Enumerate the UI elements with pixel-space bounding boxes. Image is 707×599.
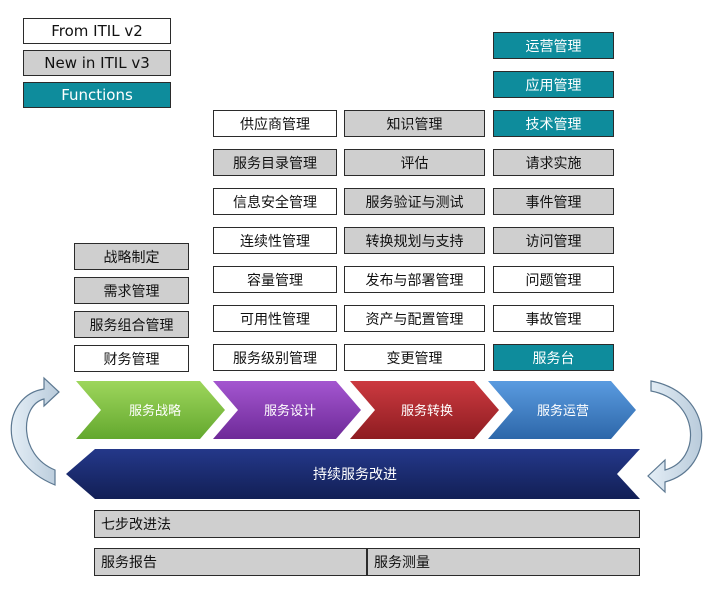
csi-label: 持续服务改进	[313, 466, 397, 483]
seven-step-improvement-bar: 七步改进法	[94, 510, 640, 538]
phase-arrow-strategy	[76, 381, 225, 439]
phase-arrow-transition	[350, 381, 499, 439]
design-item-continuity-management: 连续性管理	[213, 227, 337, 254]
design-item-supplier-management: 供应商管理	[213, 110, 337, 137]
legend-functions: Functions	[23, 82, 171, 108]
transition-item-evaluation: 评估	[344, 149, 485, 176]
phase-label-design: 服务设计	[264, 403, 316, 419]
operation-item-access-management: 访问管理	[493, 227, 614, 254]
service-reporting-bar: 服务报告	[94, 548, 367, 576]
strategy-item-financial-management: 财务管理	[74, 345, 189, 372]
design-item-capacity-management: 容量管理	[213, 266, 337, 293]
right-curve-arrow	[647, 380, 703, 494]
phase-label-transition: 服务转换	[401, 403, 453, 419]
phase-arrow-design	[213, 381, 361, 439]
operation-item-request-fulfilment: 请求实施	[493, 149, 614, 176]
operation-item-event-management: 事件管理	[493, 188, 614, 215]
legend-from-itil-v2: From ITIL v2	[23, 18, 171, 44]
operation-item-incident-management: 事故管理	[493, 305, 614, 332]
transition-item-asset-configuration: 资产与配置管理	[344, 305, 485, 332]
strategy-item-portfolio-management: 服务组合管理	[74, 311, 189, 338]
transition-item-knowledge-management: 知识管理	[344, 110, 485, 137]
design-item-availability-management: 可用性管理	[213, 305, 337, 332]
transition-item-planning-support: 转换规划与支持	[344, 227, 485, 254]
transition-item-release-deployment: 发布与部署管理	[344, 266, 485, 293]
left-curve-arrow	[10, 376, 60, 486]
phase-arrow-operation	[488, 381, 636, 439]
lifecycle-diagram: 服务战略 服务设计 服务转换 服务运营 持续服务改进	[10, 376, 703, 499]
design-item-catalogue-management: 服务目录管理	[213, 149, 337, 176]
operation-item-technical-management: 技术管理	[493, 110, 614, 137]
operation-item-service-desk: 服务台	[493, 344, 614, 371]
operation-item-operations-management: 运营管理	[493, 32, 614, 59]
operation-item-problem-management: 问题管理	[493, 266, 614, 293]
phase-label-strategy: 服务战略	[129, 403, 181, 419]
operation-item-application-management: 应用管理	[493, 71, 614, 98]
legend-new-in-itil-v3: New in ITIL v3	[23, 50, 171, 76]
transition-item-change-management: 变更管理	[344, 344, 485, 371]
transition-item-validation-testing: 服务验证与测试	[344, 188, 485, 215]
phase-label-operation: 服务运营	[537, 403, 589, 419]
design-item-security-management: 信息安全管理	[213, 188, 337, 215]
csi-arrow	[66, 449, 640, 499]
strategy-item-demand-management: 需求管理	[74, 277, 189, 304]
service-measurement-bar: 服务测量	[367, 548, 640, 576]
strategy-item-strategy-generation: 战略制定	[74, 243, 189, 270]
design-item-service-level-management: 服务级别管理	[213, 344, 337, 371]
